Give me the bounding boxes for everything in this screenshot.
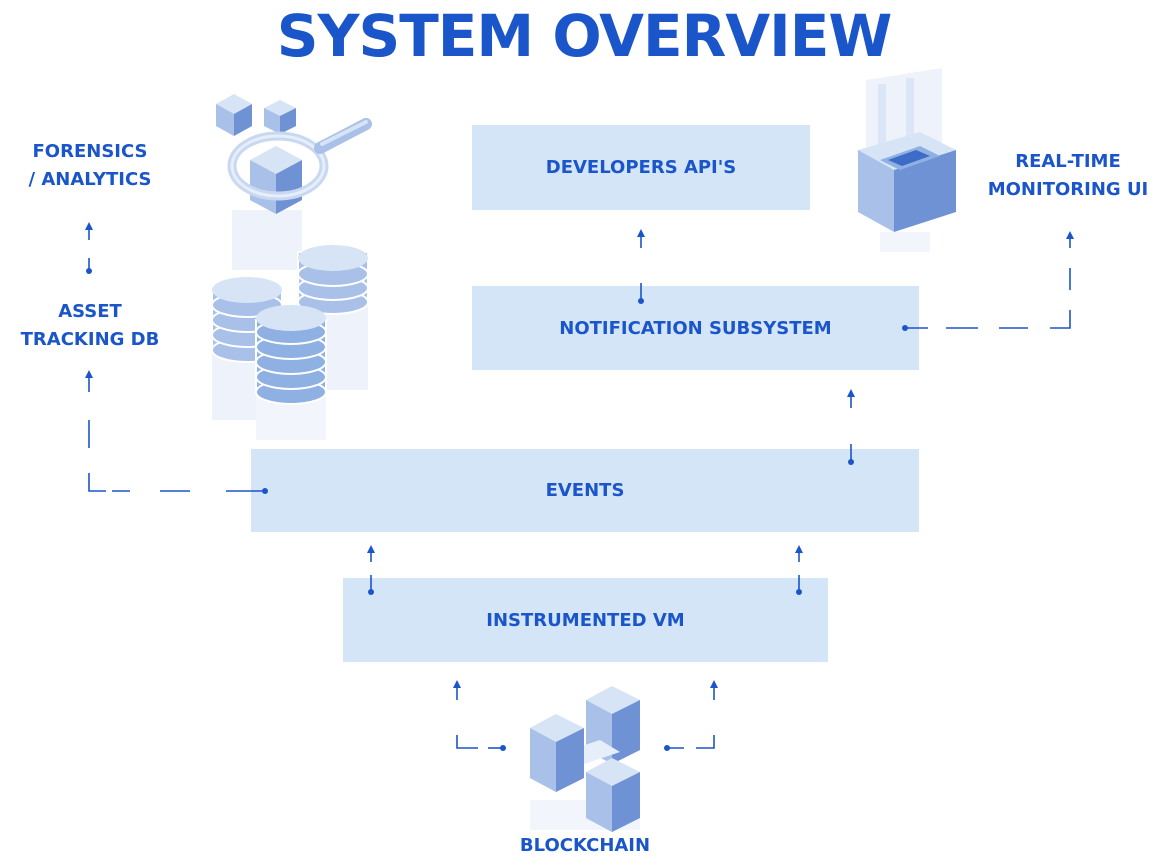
monitor-screen-icon — [858, 68, 956, 252]
arrowhead — [85, 370, 93, 378]
connector-dot — [368, 589, 374, 595]
arrowhead — [1066, 231, 1074, 239]
forensics-analytics-label: FORENSICS / ANALYTICS — [10, 138, 170, 194]
arrowhead — [367, 545, 375, 553]
realtime-monitoring-label: REAL-TIME MONITORING UI — [970, 148, 1166, 204]
connector-dot — [638, 298, 644, 304]
connector-dot — [664, 745, 670, 751]
connector-dot — [262, 488, 268, 494]
realtime-label-line2: MONITORING UI — [987, 179, 1149, 200]
notification-subsystem-box: NOTIFICATION SUBSYSTEM — [472, 286, 919, 370]
arrowhead — [847, 389, 855, 397]
developers-api-box: DEVELOPERS API'S — [472, 125, 810, 210]
arrowhead — [85, 222, 93, 230]
connector-line — [456, 735, 478, 749]
arrowhead — [710, 680, 718, 688]
arrowhead — [795, 545, 803, 553]
asset-label-line2: TRACKING DB — [20, 329, 160, 350]
arrowhead — [453, 680, 461, 688]
blockchain-label: BLOCKCHAIN — [519, 835, 651, 856]
connector-dots — [86, 268, 908, 751]
diagram-title: SYSTEM OVERVIEW — [276, 2, 893, 70]
connector-dot — [796, 589, 802, 595]
connector-line — [1050, 310, 1071, 329]
instrumented-vm-box: INSTRUMENTED VM — [343, 578, 828, 662]
asset-label-line1: ASSET — [58, 301, 122, 322]
database-stack-icon — [211, 245, 369, 440]
connector-line — [696, 735, 715, 749]
connector-dot — [500, 745, 506, 751]
arrowhead — [637, 229, 645, 237]
forensics-label-line1: FORENSICS — [32, 141, 148, 162]
connector-lines — [88, 226, 1071, 749]
asset-tracking-db-label: ASSET TRACKING DB — [5, 298, 175, 354]
magnifier-cubes-icon — [216, 94, 372, 270]
blockchain-cubes-icon — [530, 686, 640, 832]
connector-dot — [848, 459, 854, 465]
forensics-label-line2: / ANALYTICS — [28, 169, 152, 190]
events-box: EVENTS — [251, 449, 919, 532]
connector-line — [88, 473, 106, 492]
connector-arrowheads — [85, 222, 1074, 688]
realtime-label-line1: REAL-TIME — [1015, 151, 1121, 172]
connector-dot — [86, 268, 92, 274]
connector-dot — [902, 325, 908, 331]
